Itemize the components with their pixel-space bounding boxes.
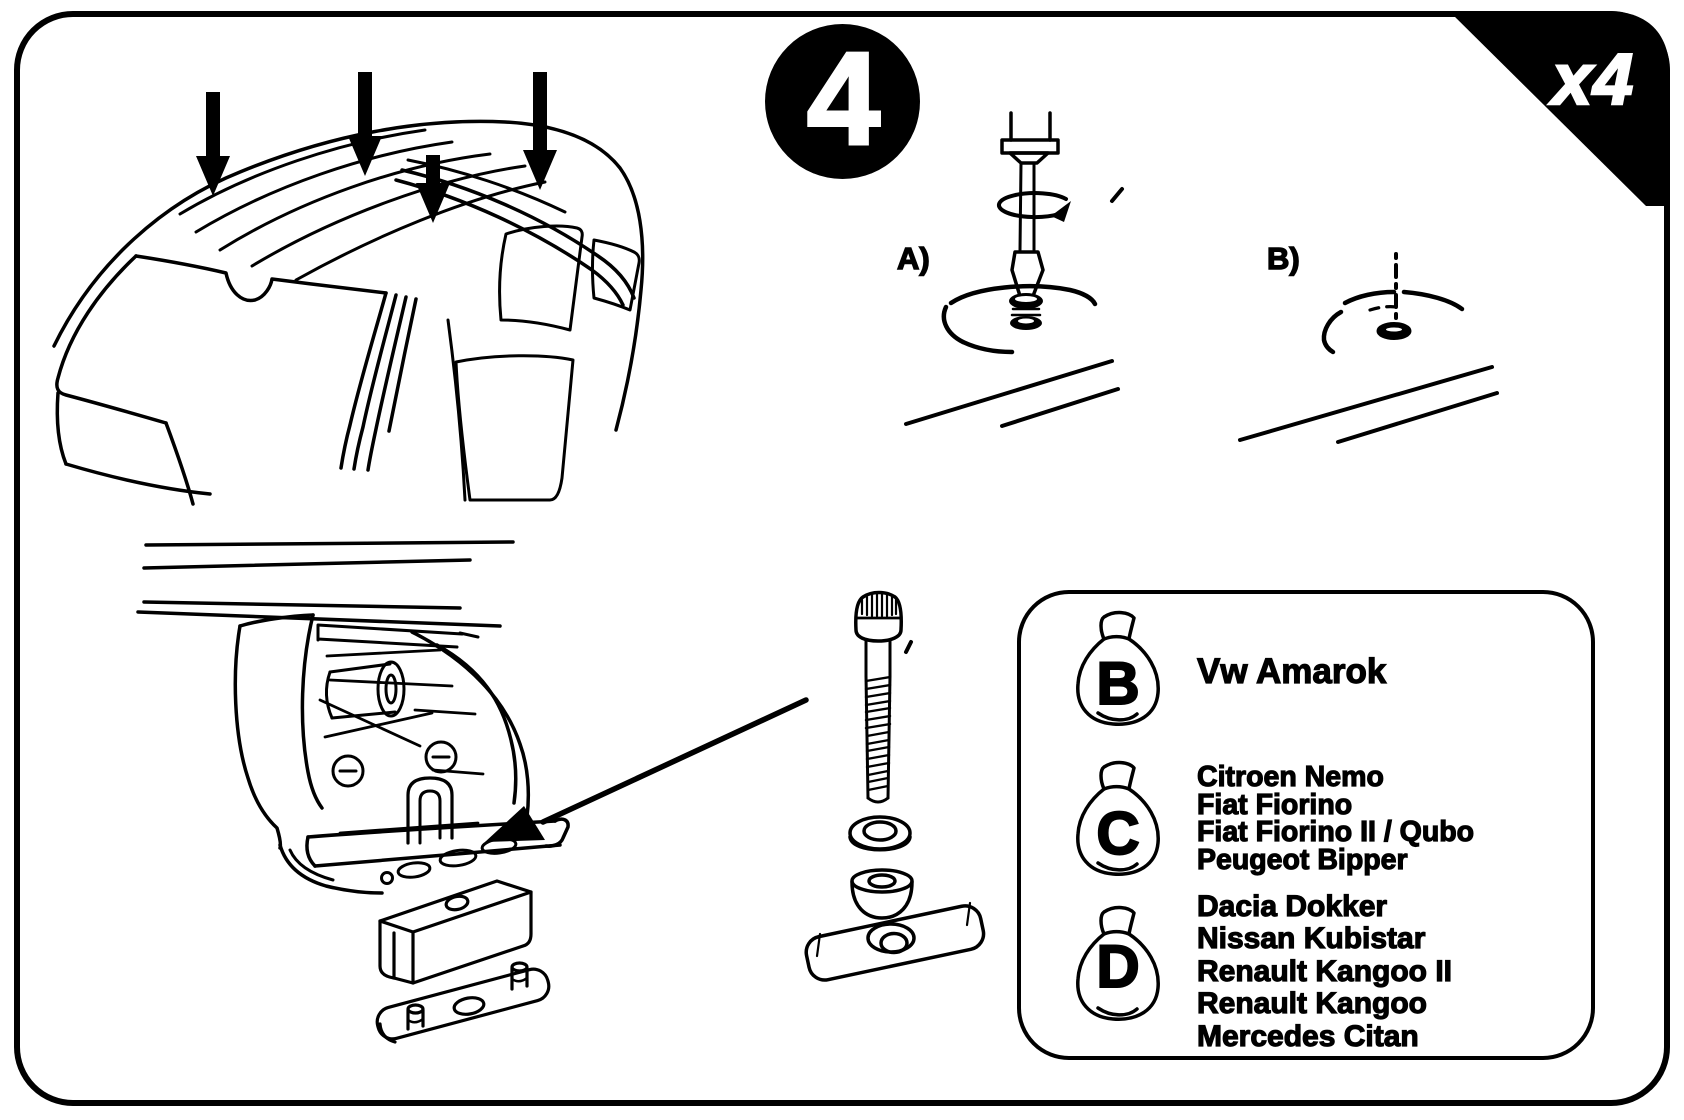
u-clamp: [406, 776, 454, 845]
flat-washer: [848, 815, 912, 852]
fastener-stack-illustration: [804, 590, 986, 982]
car-model: Fiat Fiorino II / Qubo: [1196, 816, 1475, 849]
down-arrow-icon: [196, 92, 230, 196]
step-number: 4: [805, 24, 881, 172]
channel-nut: [804, 901, 986, 982]
bag-letter: C: [1095, 800, 1140, 867]
diagram-b-label: B): [1266, 241, 1300, 276]
spacer-block: [378, 879, 533, 985]
quantity-label: x4: [1551, 40, 1635, 120]
van-roof-illustration: [52, 119, 645, 506]
car-model: Renault Kangoo II: [1196, 954, 1452, 988]
allen-bolt: [854, 590, 913, 804]
model-list-b: Vw Amarok: [1196, 652, 1387, 691]
parts-box: B Vw Amarok C Citroen Nemo Fiat Fiorino …: [1017, 590, 1595, 1060]
driver-tool: [1000, 111, 1060, 298]
diagram-a-label: A): [896, 241, 930, 276]
parts-bag-icon: [1076, 760, 1160, 876]
parts-bag-icon: [1076, 610, 1160, 726]
car-model: Fiat Fiorino: [1196, 788, 1353, 821]
car-model: Renault Kangoo: [1196, 987, 1427, 1021]
corner-badge: [1449, 11, 1670, 206]
roof-edge-lines: [1238, 365, 1499, 444]
roof-edge-lines: [904, 359, 1120, 428]
parts-bag-icon: [1076, 905, 1160, 1021]
car-model: Mercedes Citan: [1196, 1019, 1419, 1053]
dome-washer: [850, 868, 914, 920]
bag-letter: D: [1095, 933, 1140, 1000]
side-windows: [446, 224, 641, 502]
page-border: [14, 11, 1670, 1106]
diagram-a-illustration: [904, 111, 1124, 428]
car-model: Vw Amarok: [1196, 652, 1387, 691]
roof-recess-bolt: [941, 284, 1098, 355]
clamp-cylinder: [325, 660, 406, 720]
pointer-arrow-icon: [485, 697, 809, 842]
rotation-arrow-icon: [996, 187, 1124, 222]
roof-recess-cap: [1321, 289, 1465, 355]
crossbar-lines: [136, 540, 515, 639]
down-arrow-icon: [416, 155, 450, 223]
down-arrow-icon: [348, 72, 382, 176]
car-model: Citroen Nemo: [1196, 761, 1384, 793]
car-model: Nissan Kubistar: [1196, 922, 1426, 956]
foot-assembly-illustration: [136, 540, 570, 1044]
bag-letter: B: [1095, 650, 1140, 717]
clamp-screws: [331, 740, 458, 788]
mount-point-arrows: [196, 72, 557, 223]
diagram-b-illustration: [1238, 252, 1499, 444]
adapter-plate: [375, 961, 551, 1044]
car-model: Dacia Dokker: [1196, 889, 1388, 923]
model-list-d: Dacia Dokker Nissan Kubistar Renault Kan…: [1196, 889, 1452, 1053]
step-number-badge: 4: [765, 24, 920, 179]
car-model: Peugeot Bipper: [1196, 844, 1408, 877]
model-list-c: Citroen Nemo Fiat Fiorino Fiat Fiorino I…: [1196, 761, 1475, 877]
down-arrow-icon: [523, 72, 557, 190]
foot-bracket: [233, 613, 531, 850]
